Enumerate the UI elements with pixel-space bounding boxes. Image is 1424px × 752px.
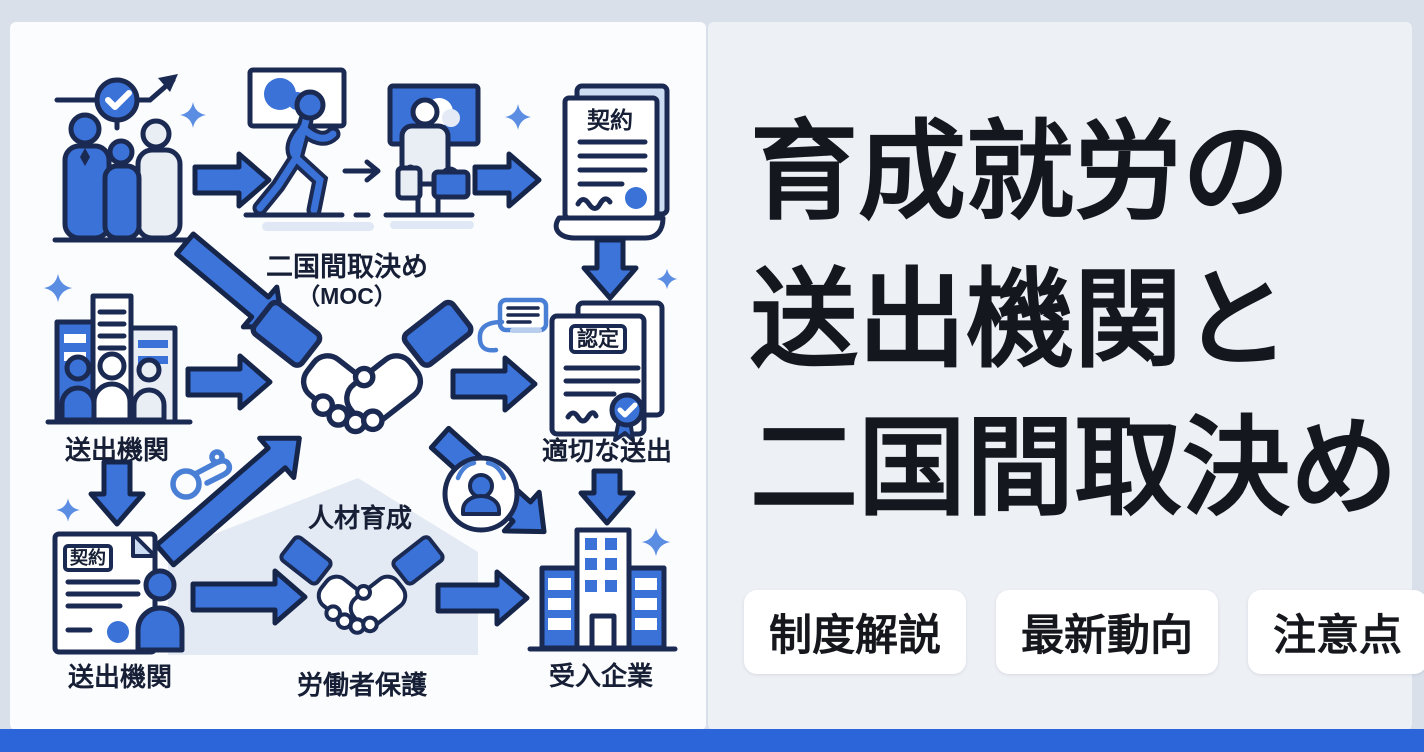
- people-group-icon: [52, 112, 191, 243]
- sending-org-building-icon: [45, 293, 193, 425]
- title-line-1: 育成就労の: [750, 111, 1291, 232]
- title-line-3: 二国間取決め: [750, 407, 1399, 528]
- diagram-svg: 契約 二国間取決め （MOC）: [43, 67, 678, 700]
- hr-development-label: 人材育成: [308, 503, 412, 533]
- traveler-icon: [383, 83, 481, 229]
- certified-document-icon: 認定: [549, 300, 665, 442]
- page-title: 育成就労の 送出機関と 二国間取決め: [750, 98, 1398, 542]
- contract-doc-label-bottom: 契約: [69, 547, 106, 568]
- certification-doc-label: 認定: [577, 327, 619, 351]
- badge-latest-trends: 最新動向: [996, 590, 1218, 674]
- speech-bubble-icon: [477, 297, 549, 353]
- contract-person-document-icon: 契約: [52, 531, 185, 655]
- moc-label-line2: （MOC）: [297, 283, 397, 309]
- title-line-2: 送出機関と: [750, 259, 1291, 380]
- accent-bar: [0, 729, 1424, 752]
- handshake-icon: [251, 300, 474, 432]
- title-panel: 育成就労の 送出機関と 二国間取決め 制度解説 最新動向 注意点: [708, 22, 1424, 730]
- illustration-panel: 契約 二国間取決め （MOC）: [10, 22, 706, 730]
- right-arrow-icon: [450, 355, 538, 413]
- right-arrow-icon: [185, 353, 273, 411]
- receiving-company-building-icon: [527, 527, 678, 652]
- down-arrow-icon: [581, 237, 639, 301]
- person-in-circle-icon: [442, 455, 520, 533]
- badge-caution-points: 注意点: [1248, 590, 1424, 674]
- down-arrow-icon: [578, 468, 636, 526]
- whistle-icon: [170, 449, 233, 500]
- walking-person-icon: [243, 89, 374, 231]
- moc-label-line1: 二国間取決め: [266, 252, 428, 282]
- diagonal-arrow-icon: [153, 435, 302, 568]
- right-arrow-icon: [435, 569, 530, 627]
- sending-org-label-bottom: 送出機関: [68, 662, 172, 692]
- down-arrow-icon: [88, 459, 146, 527]
- ribbon-badge-icon: [609, 392, 645, 442]
- receiving-company-label: 受入企業: [549, 661, 653, 691]
- growth-check-icon: [54, 74, 178, 131]
- right-arrow-icon: [190, 568, 308, 626]
- badge-row: 制度解説 最新動向 注意点: [744, 590, 1424, 674]
- right-arrow-icon: [192, 151, 272, 209]
- small-arrow-icon: [342, 159, 381, 183]
- contract-doc-label: 契約: [586, 107, 633, 133]
- right-arrow-icon: [472, 151, 542, 209]
- proper-sending-label: 適切な送出: [542, 436, 672, 466]
- contract-document-icon: 契約: [553, 83, 670, 241]
- badge-system-explanation: 制度解説: [744, 590, 966, 674]
- worker-protection-label: 労働者保護: [297, 670, 428, 700]
